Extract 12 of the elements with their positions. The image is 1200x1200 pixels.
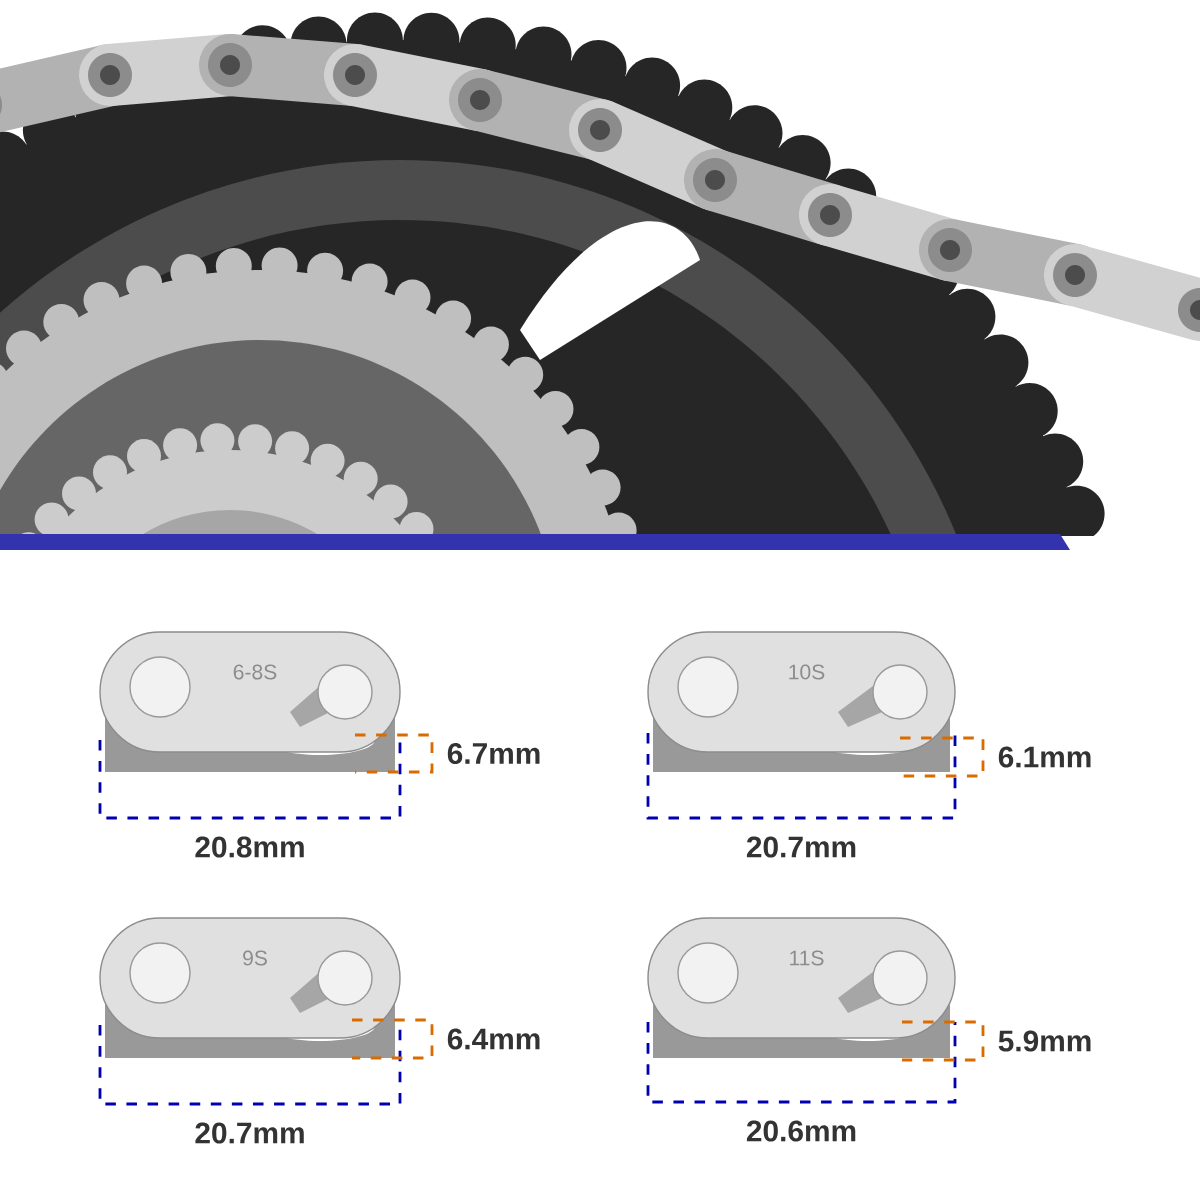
stamped-marking: 6-8S bbox=[233, 664, 277, 680]
dimension-label: 20.8mm bbox=[195, 836, 304, 858]
dimension-label: 20.7mm bbox=[195, 1122, 304, 1144]
dimension-label: 20.7mm bbox=[746, 836, 856, 858]
dimension-label: 20.6mm bbox=[746, 1120, 856, 1142]
dimension-label: 6.1mm bbox=[998, 746, 1091, 768]
stamped-marking: 10S bbox=[789, 664, 825, 680]
dimension-label: 6.4mm bbox=[447, 1028, 540, 1050]
dimension-label: 6.7mm bbox=[447, 742, 540, 765]
stamped-marking: 9S bbox=[243, 950, 267, 966]
dimension-label: 5.9mm bbox=[998, 1030, 1091, 1052]
stamped-marking: 11S bbox=[790, 950, 824, 966]
